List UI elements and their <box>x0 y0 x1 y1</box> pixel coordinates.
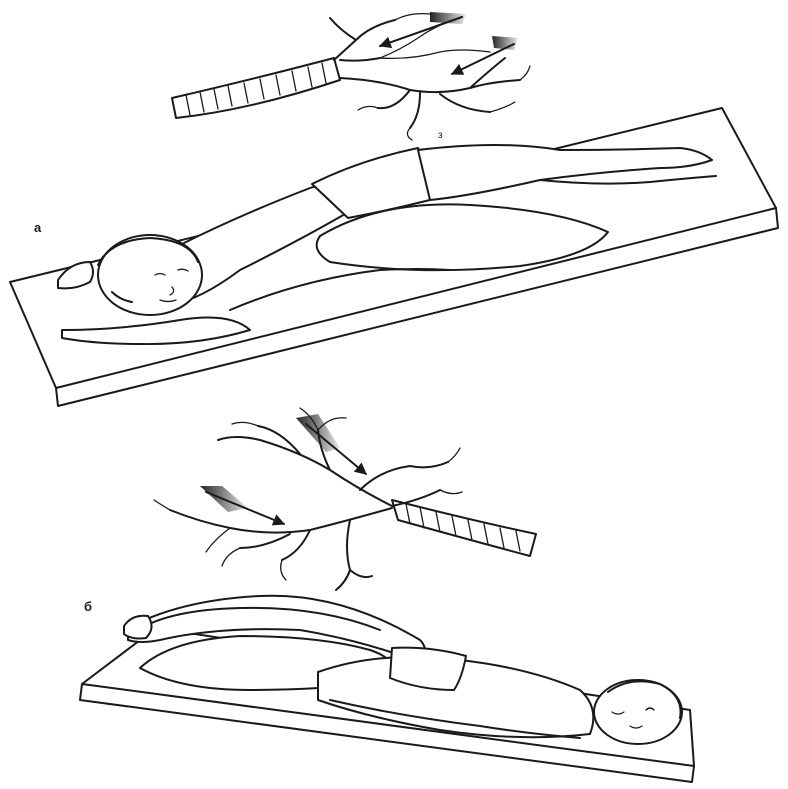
trachea-b <box>392 500 536 556</box>
trachea <box>172 58 340 118</box>
panel-a-label: а <box>34 220 42 235</box>
panel-b: б <box>80 408 694 782</box>
panel-b-label: б <box>84 599 92 614</box>
bronchial-tree-icon <box>154 408 536 590</box>
bronchial-tree-icon <box>172 12 530 140</box>
patient-figure-icon <box>124 596 682 744</box>
panel-a-small-mark: з <box>438 130 443 141</box>
panel-a: з а <box>10 12 778 406</box>
